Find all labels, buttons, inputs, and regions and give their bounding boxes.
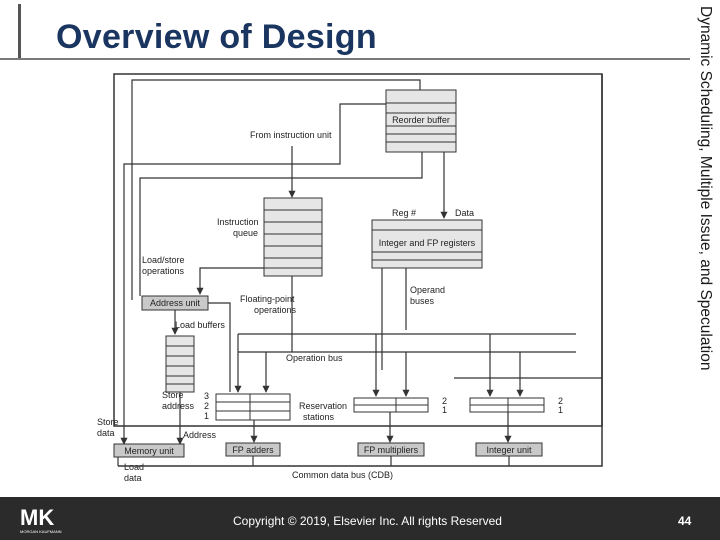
rs-fp-multipliers [353,397,429,413]
memory-unit: Memory unit [113,443,185,458]
reservation-stations-label-1: Reservation [299,401,347,411]
fp-multipliers: FP multipliers [357,442,425,457]
title-accent-bar [18,4,21,60]
common-data-bus-line [118,74,603,467]
fp-ops-label-1: Floating-point [240,294,295,304]
store-address-label-1: Store [162,390,184,400]
store-data-label-2: data [97,428,115,438]
instruction-queue [263,197,323,277]
rs-left-1-label: 1 [204,411,209,421]
rs-fp-adders [215,393,291,421]
memory-unit-label: Memory unit [124,446,174,456]
fp-multipliers-label: FP multipliers [364,445,419,455]
load-buffers-label: Load buffers [175,320,225,330]
from-instruction-unit-label: From instruction unit [250,130,332,140]
operand-buses-label-2: buses [410,296,435,306]
rob-top-line [131,79,421,300]
load-store-ops-label-1: Load/store [142,255,185,265]
fp-adders-label: FP adders [232,445,274,455]
mk-logo: MK MORGAN KAUFMANN [20,505,62,534]
logo-letters: MK [20,505,54,530]
integer-unit-label: Integer unit [486,445,532,455]
address-unit-right-line [208,302,231,392]
slide-title: Overview of Design [56,18,377,56]
operand-buses-label-1: Operand [410,285,445,295]
rob-loop-line [123,103,386,430]
queue-to-address-unit-arrow [196,267,264,295]
rs-mid-2-label: 2 [442,396,447,406]
fp-adders: FP adders [225,442,281,457]
integer-unit: Integer unit [475,442,543,457]
cdb-label: Common data bus (CDB) [292,470,393,480]
reorder-buffer-label: Reorder buffer [392,115,450,125]
rs-integer-unit [469,397,545,413]
data-label: Data [455,208,474,218]
reorder-buffer: Reorder buffer [385,89,457,153]
copyright-text: Copyright © 2019, Elsevier Inc. All righ… [233,514,502,528]
load-data-label-2: data [124,473,142,483]
rob-data-line [139,152,423,296]
tomasulo-diagram: Reorder buffer From instruction unit Ins… [97,73,603,483]
fp-ops-label-2: operations [254,305,297,315]
title-rule [0,58,690,60]
footer-bar [0,497,720,540]
address-unit-label: Address unit [150,298,201,308]
address-label: Address [183,430,217,440]
rs-right-1-label: 1 [558,405,563,415]
address-unit: Address unit [141,295,209,311]
page-number: 44 [678,514,692,528]
instruction-queue-label-1: Instruction [217,217,259,227]
instruction-queue-label-2: queue [233,228,258,238]
reg-num-label: Reg # [392,208,416,218]
logo-subtitle: MORGAN KAUFMANN [20,529,62,534]
operation-bus-label: Operation bus [286,353,343,363]
reservation-stations-label-2: stations [303,412,335,422]
rs-right-2-label: 2 [558,396,563,406]
rs-left-3-label: 3 [204,391,209,401]
store-address-label-2: address [162,401,195,411]
rs-mid-1-label: 1 [442,405,447,415]
load-data-label-1: Load [124,462,144,472]
store-data-label-1: Store [97,417,119,427]
load-buffers [165,335,195,393]
load-store-ops-label-2: operations [142,266,185,276]
integer-fp-registers-label: Integer and FP registers [379,238,476,248]
rs-left-2-label: 2 [204,401,209,411]
integer-fp-registers: Integer and FP registers [371,219,483,269]
